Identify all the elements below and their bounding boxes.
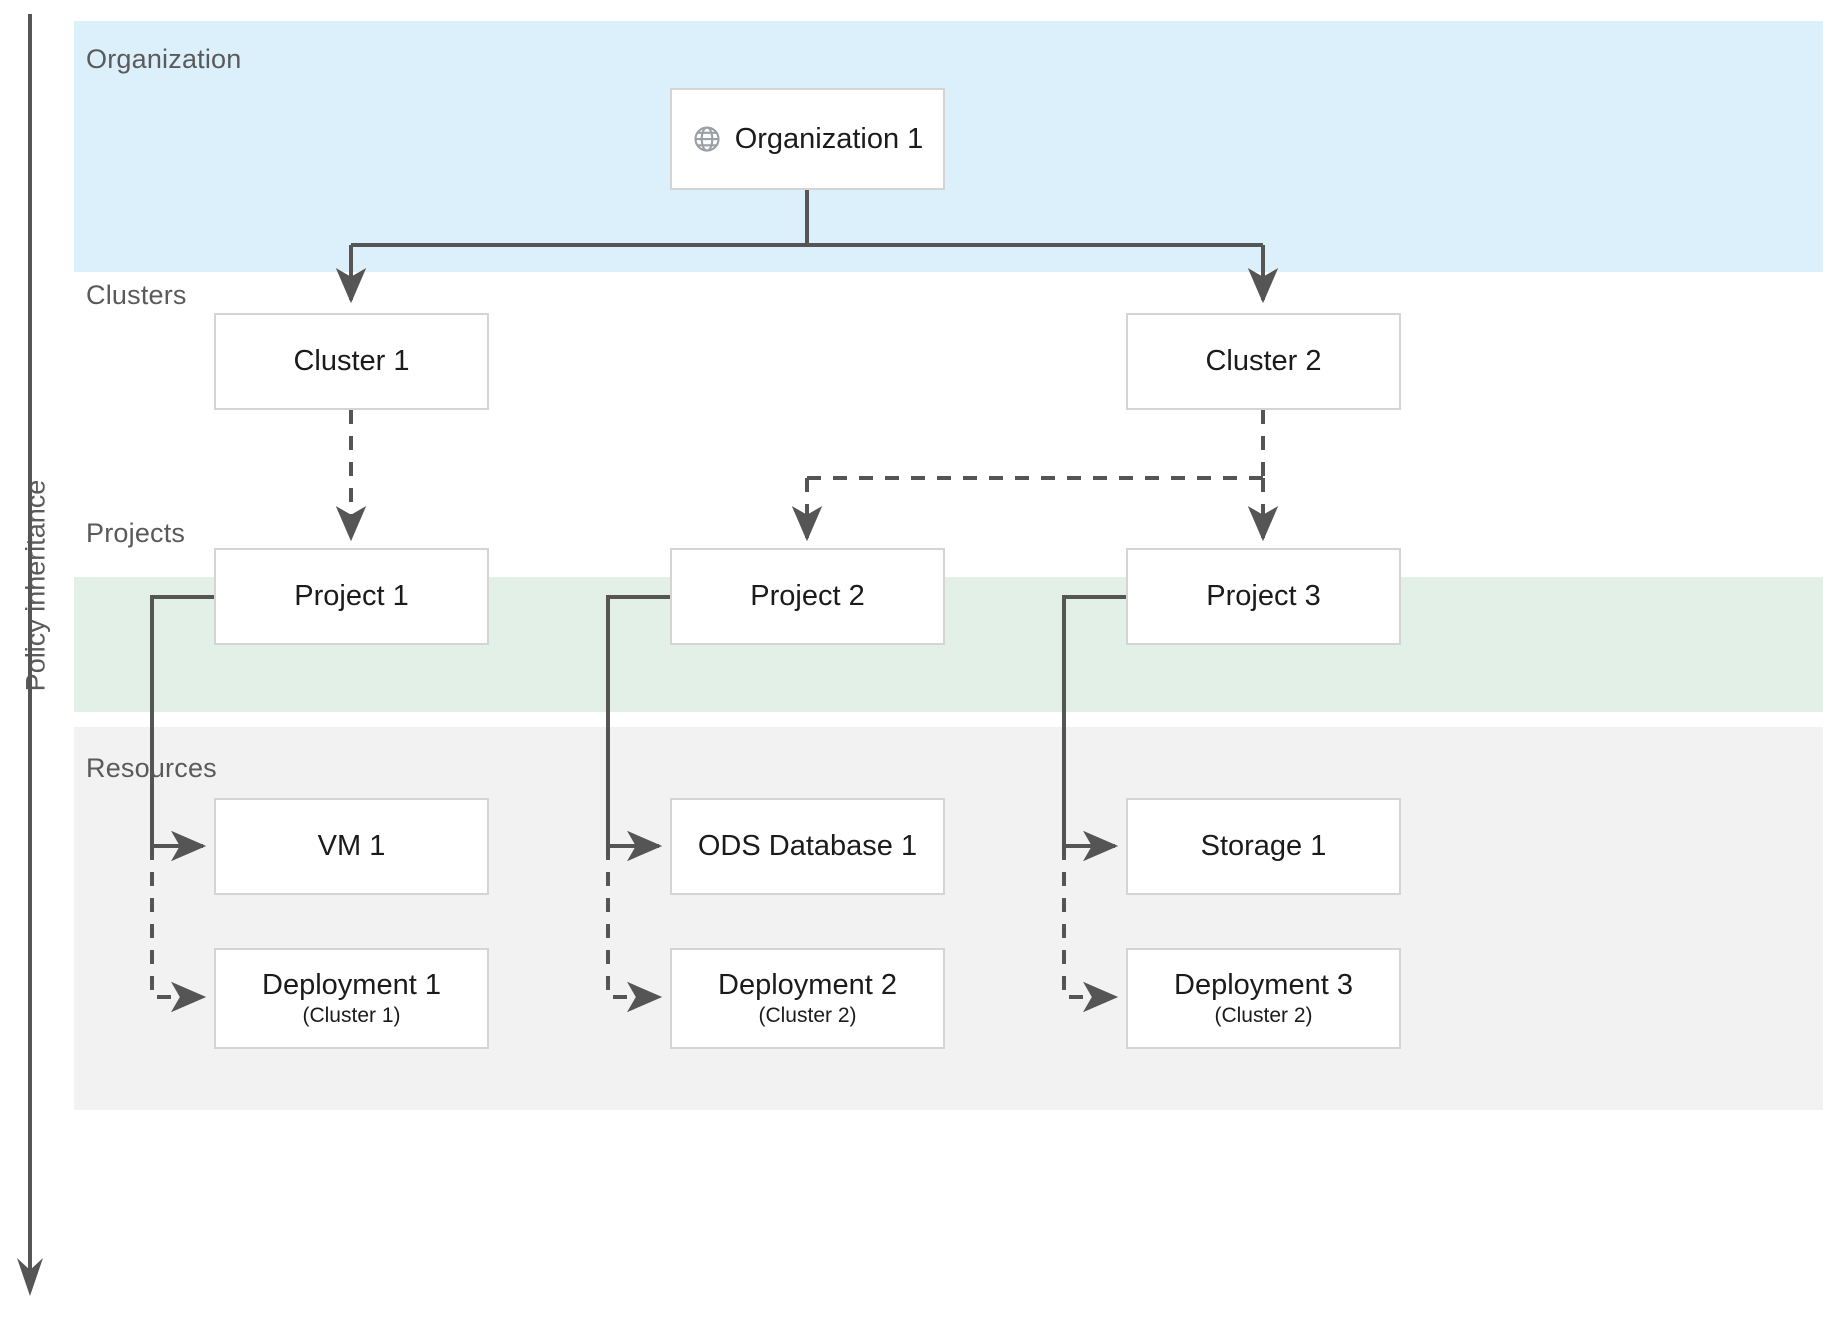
node-deployment-1[interactable]: Deployment 1 (Cluster 1): [214, 948, 489, 1049]
node-subtitle: (Cluster 1): [302, 1003, 401, 1027]
node-title: ODS Database 1: [697, 830, 918, 863]
band-resources: [74, 727, 1823, 1110]
node-title: Deployment 1: [262, 969, 441, 1002]
node-title: Deployment 2: [718, 969, 897, 1002]
node-organization-1[interactable]: Organization 1: [670, 88, 945, 190]
policy-inheritance-label: Policy inheritance: [20, 479, 51, 692]
node-title: Cluster 2: [1205, 345, 1322, 378]
node-title: Project 1: [294, 580, 409, 613]
node-title: Storage 1: [1200, 830, 1327, 863]
node-title: Project 2: [750, 580, 865, 613]
node-cluster-2[interactable]: Cluster 2: [1126, 313, 1401, 410]
node-subtitle: (Cluster 2): [758, 1003, 857, 1027]
node-deployment-3[interactable]: Deployment 3 (Cluster 2): [1126, 948, 1401, 1049]
node-title: VM 1: [317, 830, 386, 863]
node-title: Organization 1: [734, 122, 924, 155]
band-label-clusters: Clusters: [86, 280, 187, 310]
node-title: Deployment 3: [1174, 969, 1353, 1002]
band-label-organization: Organization: [86, 44, 242, 74]
band-label-resources: Resources: [86, 753, 217, 783]
node-project-2[interactable]: Project 2: [670, 548, 945, 645]
node-storage-1[interactable]: Storage 1: [1126, 798, 1401, 895]
node-vm-1[interactable]: VM 1: [214, 798, 489, 895]
node-title: Cluster 1: [293, 345, 410, 378]
node-ods-database-1[interactable]: ODS Database 1: [670, 798, 945, 895]
node-title: Project 3: [1206, 580, 1321, 613]
node-subtitle: (Cluster 2): [1214, 1003, 1313, 1027]
node-deployment-2[interactable]: Deployment 2 (Cluster 2): [670, 948, 945, 1049]
band-organization: [74, 21, 1823, 272]
globe-icon: [694, 126, 720, 152]
node-project-1[interactable]: Project 1: [214, 548, 489, 645]
node-project-3[interactable]: Project 3: [1126, 548, 1401, 645]
node-cluster-1[interactable]: Cluster 1: [214, 313, 489, 410]
band-label-projects: Projects: [86, 518, 186, 548]
